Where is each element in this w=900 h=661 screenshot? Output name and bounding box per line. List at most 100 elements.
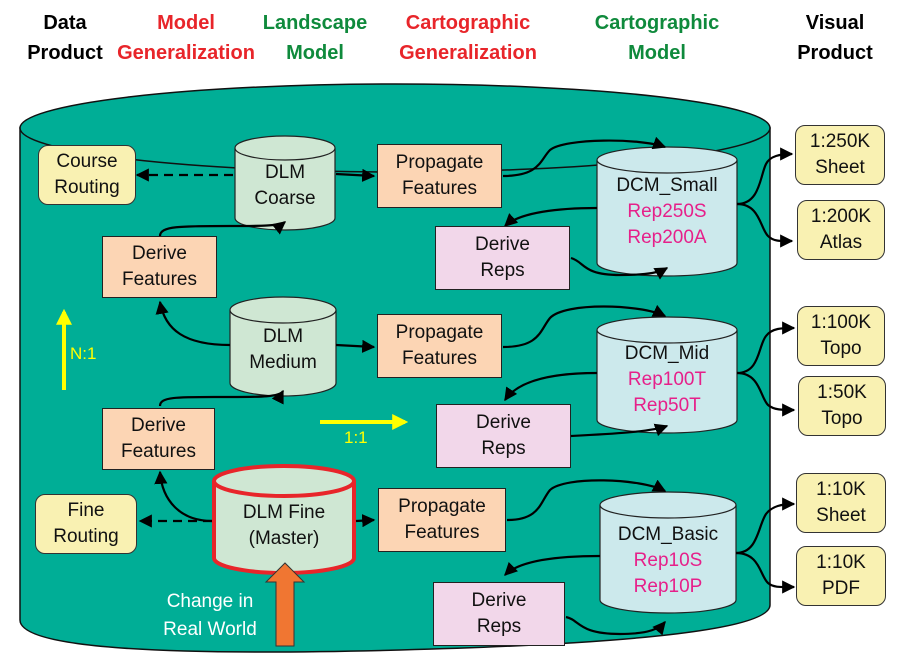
header-landscape-model: Landscape Model bbox=[250, 8, 380, 68]
arrow-small-to-reps bbox=[504, 206, 598, 227]
cylinder-dcm-basic bbox=[599, 491, 737, 614]
change-in-real-world-label: Change in Real World bbox=[145, 588, 275, 644]
arrow-mid-to-100k bbox=[736, 321, 796, 375]
arrow-derive-to-coarse bbox=[158, 221, 287, 237]
visual-product-10k-pdf[interactable]: 1:10K PDF bbox=[796, 546, 886, 606]
dlm-fine-master-label[interactable]: DLM Fine (Master) bbox=[214, 500, 354, 552]
node-label: Propagate bbox=[398, 496, 486, 517]
arrow-medium-to-derive bbox=[155, 300, 231, 347]
rep-label: Rep200A bbox=[627, 227, 707, 248]
node-label: Sheet bbox=[815, 157, 865, 178]
derive-features-node-upper[interactable]: Derive Features bbox=[102, 236, 217, 298]
visual-product-10k-sheet[interactable]: 1:10K Sheet bbox=[796, 473, 886, 533]
dcm-small-label[interactable]: DCM_Small Rep250S Rep200A bbox=[597, 173, 737, 251]
propagate-features-node-small[interactable]: Propagate Features bbox=[377, 144, 502, 208]
rep-label: Rep50T bbox=[633, 395, 701, 416]
arrow-basic-to-reps bbox=[504, 554, 601, 576]
vertical-ratio-label: N:1 bbox=[70, 344, 97, 363]
header-line: Generalization bbox=[117, 42, 255, 64]
node-label: DLM bbox=[264, 162, 306, 183]
derive-reps-node-mid[interactable]: Derive Reps bbox=[436, 404, 571, 468]
node-label: Features bbox=[122, 269, 197, 290]
arrow-coarse-to-propagate bbox=[335, 168, 376, 182]
node-label: DCM_Small bbox=[616, 175, 718, 196]
dcm-basic-label[interactable]: DCM_Basic Rep10S Rep10P bbox=[600, 522, 736, 600]
node-label: Topo bbox=[821, 408, 863, 429]
header-line: Model bbox=[628, 42, 686, 64]
header-line: Product bbox=[27, 42, 103, 64]
visual-product-100k-topo[interactable]: 1:100K Topo bbox=[797, 306, 885, 366]
node-label: Propagate bbox=[395, 152, 484, 173]
node-label: Derive bbox=[131, 415, 186, 436]
visual-product-50k-topo[interactable]: 1:50K Topo bbox=[798, 376, 886, 436]
horizontal-ratio-label: 1:1 bbox=[344, 428, 368, 447]
arrow-small-to-250k bbox=[736, 147, 794, 206]
header-line: Model bbox=[286, 42, 344, 64]
node-label: Derive bbox=[476, 412, 531, 433]
header-line: Model bbox=[157, 12, 215, 34]
node-label: Fine bbox=[67, 500, 105, 521]
node-label: Course bbox=[56, 151, 118, 172]
node-label: 1:10K bbox=[816, 479, 866, 500]
header-line: Landscape bbox=[262, 12, 368, 34]
arrow-medium-to-propagate bbox=[335, 339, 376, 353]
arrow-propagate-to-small bbox=[502, 136, 667, 178]
arrow-fine-to-derive bbox=[154, 470, 213, 523]
node-label: 1:100K bbox=[810, 312, 872, 333]
visual-product-250k-sheet[interactable]: 1:250K Sheet bbox=[795, 125, 885, 185]
node-label: DCM_Basic bbox=[617, 524, 719, 545]
propagate-features-node-basic[interactable]: Propagate Features bbox=[378, 488, 506, 552]
node-label: (Master) bbox=[248, 528, 320, 549]
node-label: Derive bbox=[475, 234, 530, 255]
node-label: Derive bbox=[471, 590, 527, 611]
cylinder-dlm-fine-master bbox=[212, 464, 356, 575]
change-line: Change in bbox=[166, 591, 254, 612]
node-label: Reps bbox=[481, 438, 526, 459]
arrow-mid-to-50k bbox=[736, 371, 796, 417]
fine-routing-node[interactable]: Fine Routing bbox=[35, 494, 137, 554]
cylinder-dlm-coarse bbox=[234, 135, 336, 231]
node-label: 1:10K bbox=[816, 552, 866, 573]
node-label: Atlas bbox=[819, 232, 863, 253]
node-label: Medium bbox=[249, 352, 317, 373]
arrow-reps-to-basic bbox=[565, 615, 666, 636]
node-label: Sheet bbox=[816, 505, 866, 526]
arrow-fine-to-propagate bbox=[355, 514, 376, 528]
node-label: Routing bbox=[54, 177, 120, 198]
arrow-basic-to-10k-sheet bbox=[735, 497, 796, 555]
derive-reps-node-small[interactable]: Derive Reps bbox=[435, 226, 570, 290]
arrow-reps-to-small bbox=[570, 256, 669, 280]
visual-product-200k-atlas[interactable]: 1:200K Atlas bbox=[797, 200, 885, 260]
propagate-features-node-mid[interactable]: Propagate Features bbox=[377, 314, 502, 378]
node-label: Reps bbox=[476, 616, 522, 637]
node-label: 1:50K bbox=[817, 382, 867, 403]
derive-reps-node-basic[interactable]: Derive Reps bbox=[433, 582, 565, 646]
header-cartographic-model: Cartographic Model bbox=[582, 8, 732, 68]
derive-features-node-lower[interactable]: Derive Features bbox=[102, 408, 215, 470]
node-label: DLM Fine bbox=[242, 502, 326, 523]
header-visual-product: Visual Product bbox=[790, 8, 880, 68]
change-line: Real World bbox=[163, 619, 257, 640]
header-line: Cartographic bbox=[405, 12, 531, 34]
arrow-basic-to-10k-pdf bbox=[735, 551, 796, 594]
node-label: Topo bbox=[820, 338, 862, 359]
node-label: DLM bbox=[262, 326, 304, 347]
dlm-medium-label[interactable]: DLM Medium bbox=[230, 324, 336, 376]
node-label: Derive bbox=[132, 243, 187, 264]
connectors bbox=[135, 136, 796, 636]
course-routing-node[interactable]: Course Routing bbox=[38, 145, 136, 205]
header-data-product: Data Product bbox=[20, 8, 110, 68]
header-model-generalization: Model Generalization bbox=[112, 8, 260, 68]
cylinder-dcm-small bbox=[596, 146, 738, 277]
node-label: Routing bbox=[53, 526, 119, 547]
arrow-small-to-200k bbox=[736, 202, 794, 248]
rep-label: Rep10P bbox=[633, 576, 703, 597]
arrow-propagate-to-mid bbox=[502, 304, 667, 349]
node-label: Features bbox=[121, 441, 196, 462]
header-line: Generalization bbox=[399, 42, 537, 64]
dcm-mid-label[interactable]: DCM_Mid Rep100T Rep50T bbox=[597, 341, 737, 419]
dlm-coarse-label[interactable]: DLM Coarse bbox=[235, 160, 335, 212]
arrow-derive-to-medium bbox=[158, 389, 284, 407]
arrow-reps-to-mid bbox=[570, 423, 669, 438]
